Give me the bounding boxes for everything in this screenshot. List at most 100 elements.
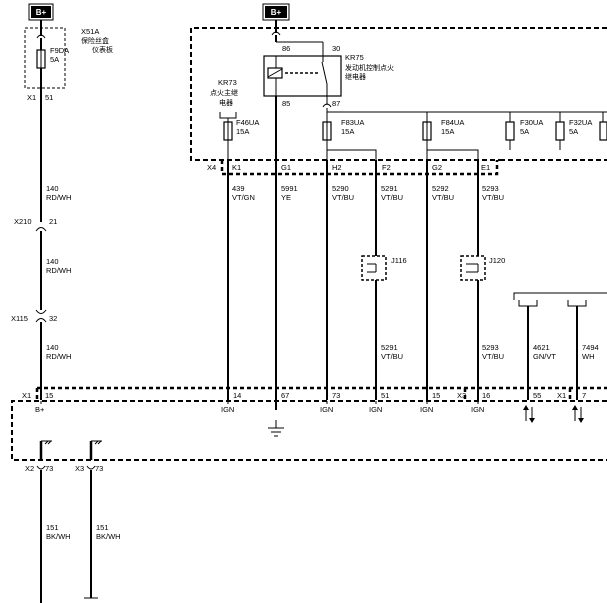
splice-j116-label: J116 xyxy=(391,256,407,265)
bottom-pin-55: 55 xyxy=(533,391,541,400)
fuse-f32ua-icon xyxy=(555,121,565,141)
connector-bottom-x3: X3 xyxy=(457,391,466,400)
fuse-f83ua-name: F83UA xyxy=(341,118,364,127)
relay-coil-icon xyxy=(267,67,283,79)
splice-j120-label: J120 xyxy=(489,256,505,265)
relay-pin-30: 30 xyxy=(332,44,340,53)
connector-mark xyxy=(36,34,46,39)
relay-switch-icon xyxy=(321,61,328,85)
wire-color-5991: YE xyxy=(281,193,291,202)
bottom-pin-51: 51 xyxy=(381,391,389,400)
wire-number-5291a: 5291 xyxy=(381,184,398,193)
wire-number-140b: 140 xyxy=(46,257,59,266)
module-code-x51a: X51A xyxy=(81,27,99,36)
connector-x2-pin: 73 xyxy=(45,464,53,473)
bottom-pin-73: 73 xyxy=(332,391,340,400)
fuse-partial-icon xyxy=(599,121,607,141)
ground-symbol xyxy=(268,420,284,437)
bidirectional-arrow-icon xyxy=(572,405,584,423)
bus-bracket xyxy=(513,292,607,300)
wire-color-5290: VT/BU xyxy=(332,193,354,202)
x4-pin-e1: E1 xyxy=(481,163,490,172)
module-name-kr75-line2: 继电器 xyxy=(345,72,366,81)
wire-number-5290: 5290 xyxy=(332,184,349,193)
bottom-pin-15: 15 xyxy=(45,391,53,400)
fuse-f9da-rating: 5A xyxy=(50,55,59,64)
connector-x4: X4 xyxy=(207,163,216,172)
connector-bottom-x1: X1 xyxy=(22,391,31,400)
wire-color-7494: WH xyxy=(582,352,595,361)
connector-x1-top-pin: 51 xyxy=(45,93,53,102)
module-code-kr75: KR75 xyxy=(345,53,364,62)
module-name-kr73-line1: 点火主继 xyxy=(210,88,238,97)
fuse-box-x51a-outline xyxy=(24,27,66,89)
module-pin-ign-2: IGN xyxy=(320,405,333,414)
module-name-kr75-line1: 发动机控制点火 xyxy=(345,63,394,72)
wire-number-5991: 5991 xyxy=(281,184,298,193)
bottom-pin-14: 14 xyxy=(233,391,241,400)
wire-number-140c: 140 xyxy=(46,343,59,352)
module-pin-bplus: B+ xyxy=(35,405,45,414)
fuse-f83ua-rating: 15A xyxy=(341,127,354,136)
fuse-block-outline xyxy=(190,27,607,161)
splice-j120 xyxy=(460,255,486,281)
wire-color-5293b: VT/BU xyxy=(482,352,504,361)
wire-color-5291b: VT/BU xyxy=(381,352,403,361)
wire-color-151b: BK/WH xyxy=(96,532,121,541)
wire-color-140a: RD/WH xyxy=(46,193,71,202)
relay-kr75-body xyxy=(263,55,342,97)
wire-number-7494: 7494 xyxy=(582,343,599,352)
splice-j116 xyxy=(361,255,387,281)
bottom-module-outline xyxy=(11,400,607,461)
wire-number-5293b: 5293 xyxy=(482,343,499,352)
wire-number-5292: 5292 xyxy=(432,184,449,193)
wire-number-151a: 151 xyxy=(46,523,59,532)
svg-text:B+: B+ xyxy=(36,8,47,17)
wire-color-5291a: VT/BU xyxy=(381,193,403,202)
module-pin-ign-3: IGN xyxy=(369,405,382,414)
wire-color-5293a: VT/BU xyxy=(482,193,504,202)
wire-color-5292: VT/BU xyxy=(432,193,454,202)
connector-bottom-x1-b: X1 xyxy=(557,391,566,400)
module-name-x51a-line1: 保险丝盒 xyxy=(81,36,109,45)
wire-color-140b: RD/WH xyxy=(46,266,71,275)
fuse-f30ua-name: F30UA xyxy=(520,118,543,127)
connector-x115: X115 xyxy=(11,314,28,323)
fuse-f30ua-rating: 5A xyxy=(520,127,529,136)
connector-x3: X3 xyxy=(75,464,84,473)
bottom-pin-7: 7 xyxy=(582,391,586,400)
svg-text:B+: B+ xyxy=(271,8,282,17)
x4-pin-f2: F2 xyxy=(382,163,391,172)
wire-color-140c: RD/WH xyxy=(46,352,71,361)
fuse-f46ua-rating: 15A xyxy=(236,127,249,136)
bottom-pin-16: 16 xyxy=(482,391,490,400)
wire-color-439: VT/GN xyxy=(232,193,255,202)
wire-number-4621: 4621 xyxy=(533,343,550,352)
bottom-pin-67: 67 xyxy=(281,391,289,400)
fuse-f32ua-name: F32UA xyxy=(569,118,592,127)
module-pin-ign-1: IGN xyxy=(221,405,234,414)
connector-x1-top: X1 xyxy=(27,93,36,102)
fuse-f46ua-name: F46UA xyxy=(236,118,259,127)
relay-pin-85: 85 xyxy=(282,99,290,108)
connector-x210-pin: 21 xyxy=(49,217,57,226)
fuse-f84ua-rating: 15A xyxy=(441,127,454,136)
connector-x4-strip xyxy=(220,160,499,176)
wire-number-5293a: 5293 xyxy=(482,184,499,193)
x4-pin-g1: G1 xyxy=(281,163,291,172)
module-code-kr73: KR73 xyxy=(218,78,237,87)
power-badge-right: B+ xyxy=(262,3,290,21)
connector-x2: X2 xyxy=(25,464,34,473)
module-name-x51a-line2: 仪表板 xyxy=(92,45,113,54)
x4-pin-k1: K1 xyxy=(232,163,241,172)
wire-number-439: 439 xyxy=(232,184,245,193)
wire-number-151b: 151 xyxy=(96,523,109,532)
fuse-f30ua-icon xyxy=(505,121,515,141)
connector-x115-pin: 32 xyxy=(49,314,57,323)
relay-pin-87: 87 xyxy=(332,99,340,108)
chassis-ground-icon xyxy=(89,440,102,460)
module-name-kr73-line2: 电器 xyxy=(219,98,233,107)
bottom-pin-15b: 15 xyxy=(432,391,440,400)
fuse-f84ua-name: F84UA xyxy=(441,118,464,127)
